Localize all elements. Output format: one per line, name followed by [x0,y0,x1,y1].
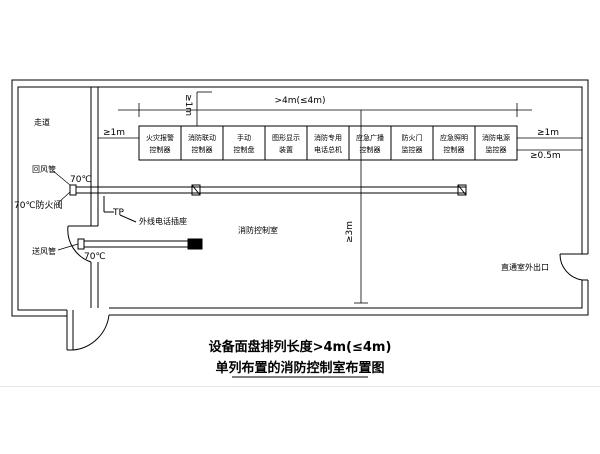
panel-label-line2: 控制器 [192,145,213,154]
panel-label-line1: 图形显示 [272,134,300,142]
panel-label-line2: 控制器 [360,145,381,154]
left-gap-label: ≥1m [103,128,125,138]
control-room-label: 消防控制室 [238,225,278,235]
panel-label-line1: 防火门 [402,133,423,142]
panel-box [222,125,266,161]
corridor-door [66,310,110,351]
return-duct [69,184,467,196]
panel-box [264,125,308,161]
corridor-label: 走道 [34,117,50,127]
panel-label-line2: 监控器 [402,145,423,154]
front-clearance-label: ≥3m [345,221,355,243]
outer-walls [11,79,589,317]
supply-duct-label: 送风管 [32,246,56,256]
panel-box [348,125,392,161]
phone-socket-label: 外线电话插座 [139,216,187,226]
panel-label-line2: 装置 [279,145,293,154]
caption-line-2: 单列布置的消防控制室布置图 [215,360,384,376]
panel-label-line1: 消防专用 [314,133,342,142]
wall-gap-label: ≥1m [183,94,193,116]
panel-label-line1: 消防联动 [188,133,216,142]
row-length-label: >4m(≤4m) [274,96,325,106]
panel-label-line1: 火灾报警 [146,133,174,142]
caption-line-1: 设备面盘排列长度>4m(≤4m) [209,339,392,355]
bottom-separator [0,386,600,387]
outer-wall-outer [11,79,589,317]
panel-label-line2: 电话总机 [314,145,342,154]
panel-label-line1: 消防电源 [482,133,510,142]
panel-box [474,125,518,161]
panel-box [390,125,434,161]
corridor-partition [90,87,99,308]
panel-label-line1: 应急照明 [440,133,468,142]
fire-damper-label: 70℃防火阀 [14,199,63,211]
panel-label-line2: 监控器 [486,145,507,154]
rear-gap-label: ≥0.5m [530,151,561,161]
right-gap-label: ≥1m [537,128,559,138]
panel-label-line1: 手动 [237,133,251,142]
panel-label-line2: 控制器 [150,145,171,154]
tp-label: TP [112,208,124,218]
exit-label: 直通室外出口 [501,262,549,272]
return-temp-label: 70℃ [70,175,92,185]
panel-row-frame [138,125,518,161]
outer-wall-inner-right [109,280,583,309]
supply-duct [77,238,203,250]
exit-door [559,253,588,281]
panel-label-line1: 应急广播 [356,133,384,142]
outer-wall-inner [17,86,583,311]
phone-socket [103,196,137,223]
return-duct-label: 回风管 [32,164,56,174]
supply-temp-label: 70℃ [84,252,106,262]
panel-label-line2: 控制盘 [234,145,255,154]
leader-lines [51,169,79,251]
panel-box [180,125,224,161]
panel-box [432,125,476,161]
panel-row: 火灾报警控制器消防联动控制器手动控制盘图形显示装置消防专用电话总机应急广播控制器… [138,125,518,161]
panel-label-line2: 控制器 [444,145,465,154]
panel-box [306,125,350,161]
panel-box [138,125,182,161]
outer-wall-outer-right [109,280,589,316]
room-door [67,225,98,263]
dimension-lines [98,91,582,304]
